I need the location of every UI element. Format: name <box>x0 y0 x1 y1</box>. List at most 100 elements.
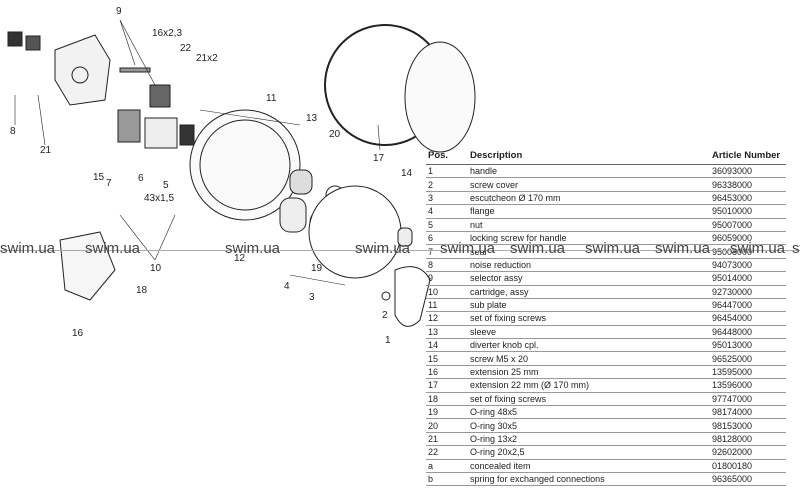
callout-20: 20 <box>329 129 341 140</box>
cell-article-number: 95007000 <box>710 218 786 232</box>
part-10-cartridge <box>117 109 195 149</box>
cell-description: sub plate <box>468 298 710 313</box>
cell-article-number: 92602000 <box>710 445 786 460</box>
cell-description: set of fixing screws <box>468 392 710 407</box>
callout-2: 2 <box>382 310 388 321</box>
cell-article-number: 36093000 <box>710 164 786 179</box>
cell-pos: 10 <box>426 285 468 299</box>
header-article-number: Article Number <box>710 148 786 165</box>
callout-6: 6 <box>138 173 144 184</box>
cell-pos: 9 <box>426 271 468 286</box>
cell-description: locking screw for handle <box>468 231 710 246</box>
header-description: Description <box>468 148 710 165</box>
cell-description: flange <box>468 204 710 219</box>
callout-4: 4 <box>284 281 290 292</box>
callout-12: 12 <box>234 253 246 264</box>
cell-article-number: 96454000 <box>710 311 786 326</box>
watermark: swim.ua <box>225 240 281 257</box>
part-a-concealed-body <box>54 34 111 106</box>
callout-5: 5 <box>163 180 169 191</box>
part-16-extension <box>59 231 116 301</box>
cell-pos: 18 <box>426 392 468 407</box>
cell-article-number: 96365000 <box>710 472 786 487</box>
watermark: swim.ua <box>355 240 411 257</box>
part-13-sleeve <box>289 169 313 195</box>
cell-description: handle <box>468 164 710 179</box>
cell-description: diverter knob cpl. <box>468 338 710 353</box>
cell-article-number: 98128000 <box>710 432 786 447</box>
callout-11: 11 <box>266 93 277 104</box>
cell-description: set of fixing screws <box>468 311 710 326</box>
part-9-selector <box>119 67 171 108</box>
cell-article-number: 96448000 <box>710 325 786 340</box>
callout-13: 13 <box>306 113 318 124</box>
cell-description: extension 22 mm (Ø 170 mm) <box>468 378 710 393</box>
cell-article-number: 94073000 <box>710 258 786 273</box>
cell-description: selector assy <box>468 271 710 286</box>
cell-description: O-ring 30x5 <box>468 418 710 433</box>
leader-lines <box>14 19 381 286</box>
callout-1: 1 <box>385 335 391 346</box>
callout-14: 14 <box>401 168 413 179</box>
callout-16: 16 <box>72 328 84 339</box>
part-4-flange <box>279 197 307 233</box>
cell-pos: 8 <box>426 258 468 273</box>
callout-21: 21 <box>40 145 52 156</box>
cell-description: sleeve <box>468 325 710 340</box>
cell-pos: 3 <box>426 191 468 206</box>
watermark: swim.ua <box>440 240 496 257</box>
header-pos: Pos. <box>426 148 468 165</box>
callout-16x2-3: 16x2,3 <box>152 28 183 39</box>
cell-description: seal <box>468 244 710 259</box>
callout-18: 18 <box>136 285 148 296</box>
part-17-extension-ring <box>324 24 476 153</box>
cell-pos: 22 <box>426 445 468 460</box>
callout-3: 3 <box>309 292 315 303</box>
part-3-escutcheon <box>308 185 402 279</box>
cell-pos: a <box>426 459 468 473</box>
cell-article-number: 96453000 <box>710 191 786 206</box>
cell-description: screw cover <box>468 177 710 192</box>
cell-pos: 17 <box>426 378 468 393</box>
cell-article-number: 96338000 <box>710 177 786 192</box>
callout-19: 19 <box>311 263 323 274</box>
cell-article-number: 96447000 <box>710 298 786 313</box>
cell-description: spring for exchanged connections <box>468 472 710 487</box>
callout-22: 22 <box>180 43 192 54</box>
cell-description: escutcheon Ø 170 mm <box>468 191 710 206</box>
cell-pos: 16 <box>426 365 468 380</box>
cell-description: nut <box>468 218 710 232</box>
cell-article-number: 13595000 <box>710 365 786 380</box>
cell-article-number: 95008000 <box>710 244 786 259</box>
cell-pos: 14 <box>426 338 468 353</box>
cell-article-number: 96525000 <box>710 351 786 366</box>
callout-9: 9 <box>116 6 122 17</box>
cell-article-number: 95010000 <box>710 204 786 219</box>
cell-article-number: 97747000 <box>710 392 786 407</box>
callout-17: 17 <box>373 153 385 164</box>
cell-pos: 19 <box>426 405 468 420</box>
cell-description: O-ring 13x2 <box>468 432 710 447</box>
watermark: swim.ua <box>730 240 786 257</box>
cell-article-number: 96059000 <box>710 231 786 246</box>
part-8-noise-reduction <box>7 31 41 51</box>
cell-pos: 21 <box>426 432 468 447</box>
callout-21x2: 21x2 <box>196 53 218 64</box>
cell-pos: 11 <box>426 298 468 313</box>
callout-7: 7 <box>106 178 112 189</box>
